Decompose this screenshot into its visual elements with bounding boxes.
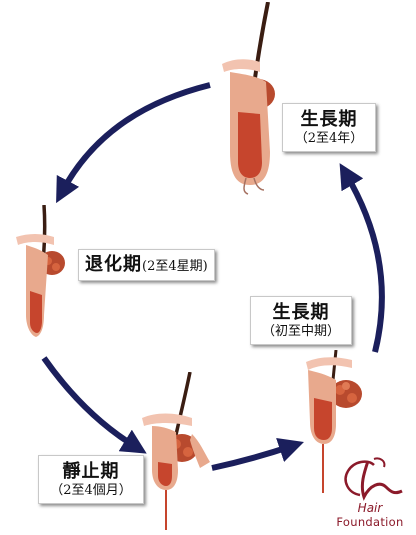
logo-line2: Foundation (336, 515, 404, 529)
arrow-catagen-to-telogen (41, 356, 147, 454)
logo-line1: Hair (357, 501, 383, 515)
catagen-title: 退化期 (85, 254, 142, 275)
arrow-telogen-to-early-anagen (211, 438, 304, 471)
arrow-anagen-to-catagen (56, 82, 211, 204)
anagen-duration: （2至4年） (294, 131, 364, 146)
catagen-label: 退化期(2至4星期) (78, 249, 215, 281)
hair-foundation-emblem (344, 457, 403, 501)
catagen-follicle-illustration (16, 205, 65, 337)
anagen-follicle-illustration (222, 2, 275, 195)
early-anagen-duration: （初至中期） (261, 324, 340, 339)
anagen-label: 生長期 （2至4年） (282, 103, 376, 152)
telogen-follicle-illustration (142, 372, 210, 530)
early-anagen-follicle-illustration (306, 350, 362, 493)
telogen-duration: （2至4個月） (50, 483, 132, 498)
arrow-early-anagen-to-anagen (339, 163, 385, 353)
hair-foundation-logo: Hair Foundation (330, 455, 410, 533)
anagen-title: 生長期 (300, 109, 358, 130)
telogen-title: 靜止期 (62, 461, 120, 482)
telogen-label: 靜止期 （2至4個月） (38, 455, 144, 504)
early-anagen-label: 生長期 （初至中期） (250, 296, 352, 345)
early-anagen-title: 生長期 (272, 302, 330, 323)
catagen-duration: (2至4星期) (142, 259, 208, 274)
